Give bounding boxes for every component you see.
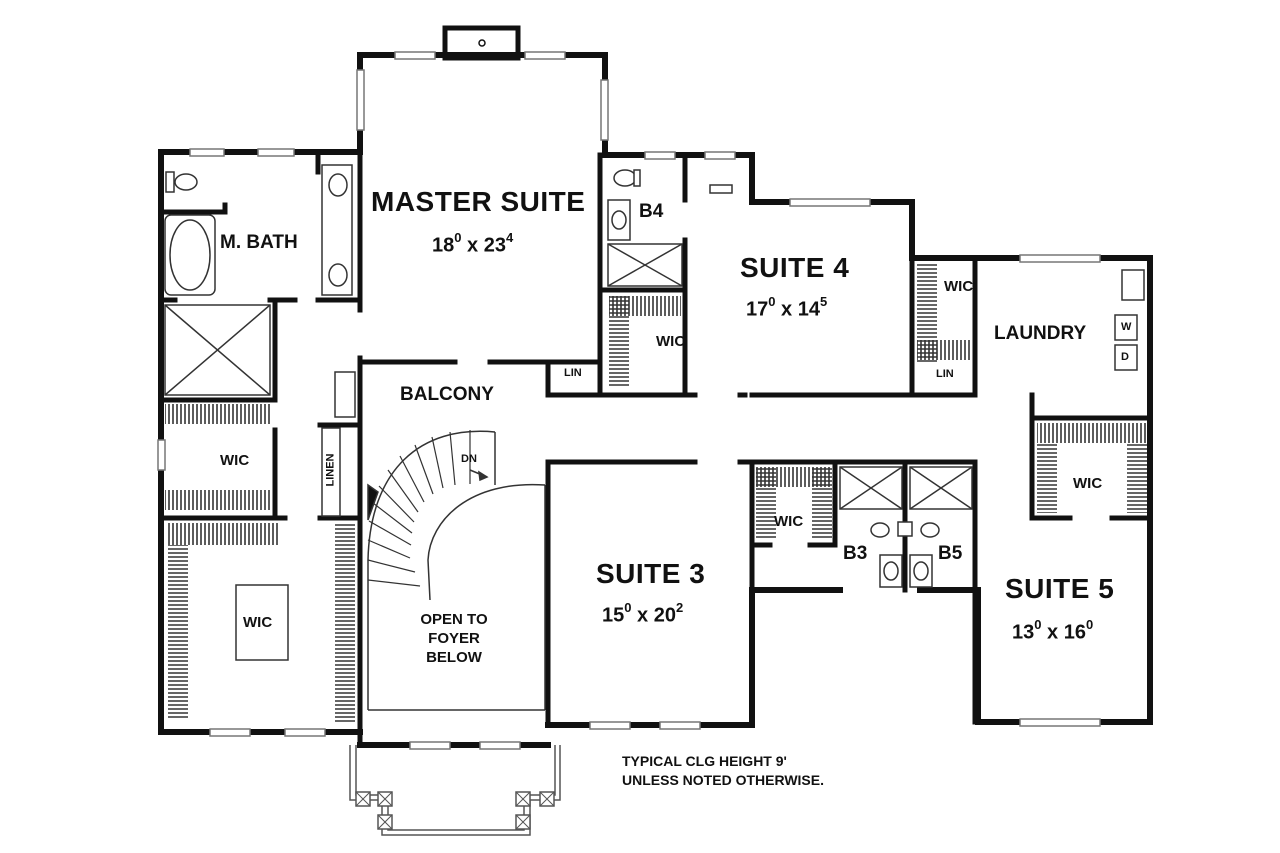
stair-down-label: DN [461, 453, 477, 465]
b3-label: B3 [843, 543, 868, 564]
curved-stair [367, 430, 546, 711]
washer-label: W [1121, 321, 1132, 333]
master-suite-label: MASTER SUITE [371, 186, 586, 217]
master-suite-dimensions: 180 x 234 [432, 230, 514, 257]
open-to-foyer-label: OPEN TO FOYER BELOW [420, 611, 488, 666]
interior-walls [158, 149, 1153, 748]
suite-4-dimensions: 170 x 145 [746, 294, 828, 321]
linen-label: LINEN [324, 453, 337, 487]
suite-5-label: SUITE 5 [1005, 573, 1115, 604]
master-bath-label: M. BATH [220, 232, 298, 253]
b5-label: B5 [938, 543, 963, 564]
lin-label-left: LIN [564, 367, 582, 379]
wic-label-suite4: WIC [656, 333, 686, 350]
dryer-label: D [1121, 351, 1129, 363]
wic-label-suite5: WIC [1073, 475, 1103, 492]
suite-3-label: SUITE 3 [596, 558, 706, 589]
balcony-label: BALCONY [400, 384, 494, 405]
wic-label-suite3: WIC [774, 513, 804, 530]
wic-label-master-main: WIC [243, 614, 273, 631]
laundry-label: LAUNDRY [994, 323, 1087, 344]
ceiling-height-note: TYPICAL CLG HEIGHT 9' UNLESS NOTED OTHER… [622, 753, 824, 788]
wic-label-master-upper: WIC [220, 452, 250, 469]
lin-label-right: LIN [936, 368, 954, 380]
wic-label-laundry: WIC [944, 278, 974, 295]
suite-4-label: SUITE 4 [740, 252, 850, 283]
suite-3-dimensions: 150 x 202 [602, 600, 684, 627]
b4-label: B4 [639, 201, 664, 222]
suite-5-dimensions: 130 x 160 [1012, 617, 1094, 644]
front-porch [349, 745, 561, 836]
fixtures [164, 164, 1145, 661]
closet-hangers [165, 263, 1147, 722]
windows [157, 51, 1101, 750]
